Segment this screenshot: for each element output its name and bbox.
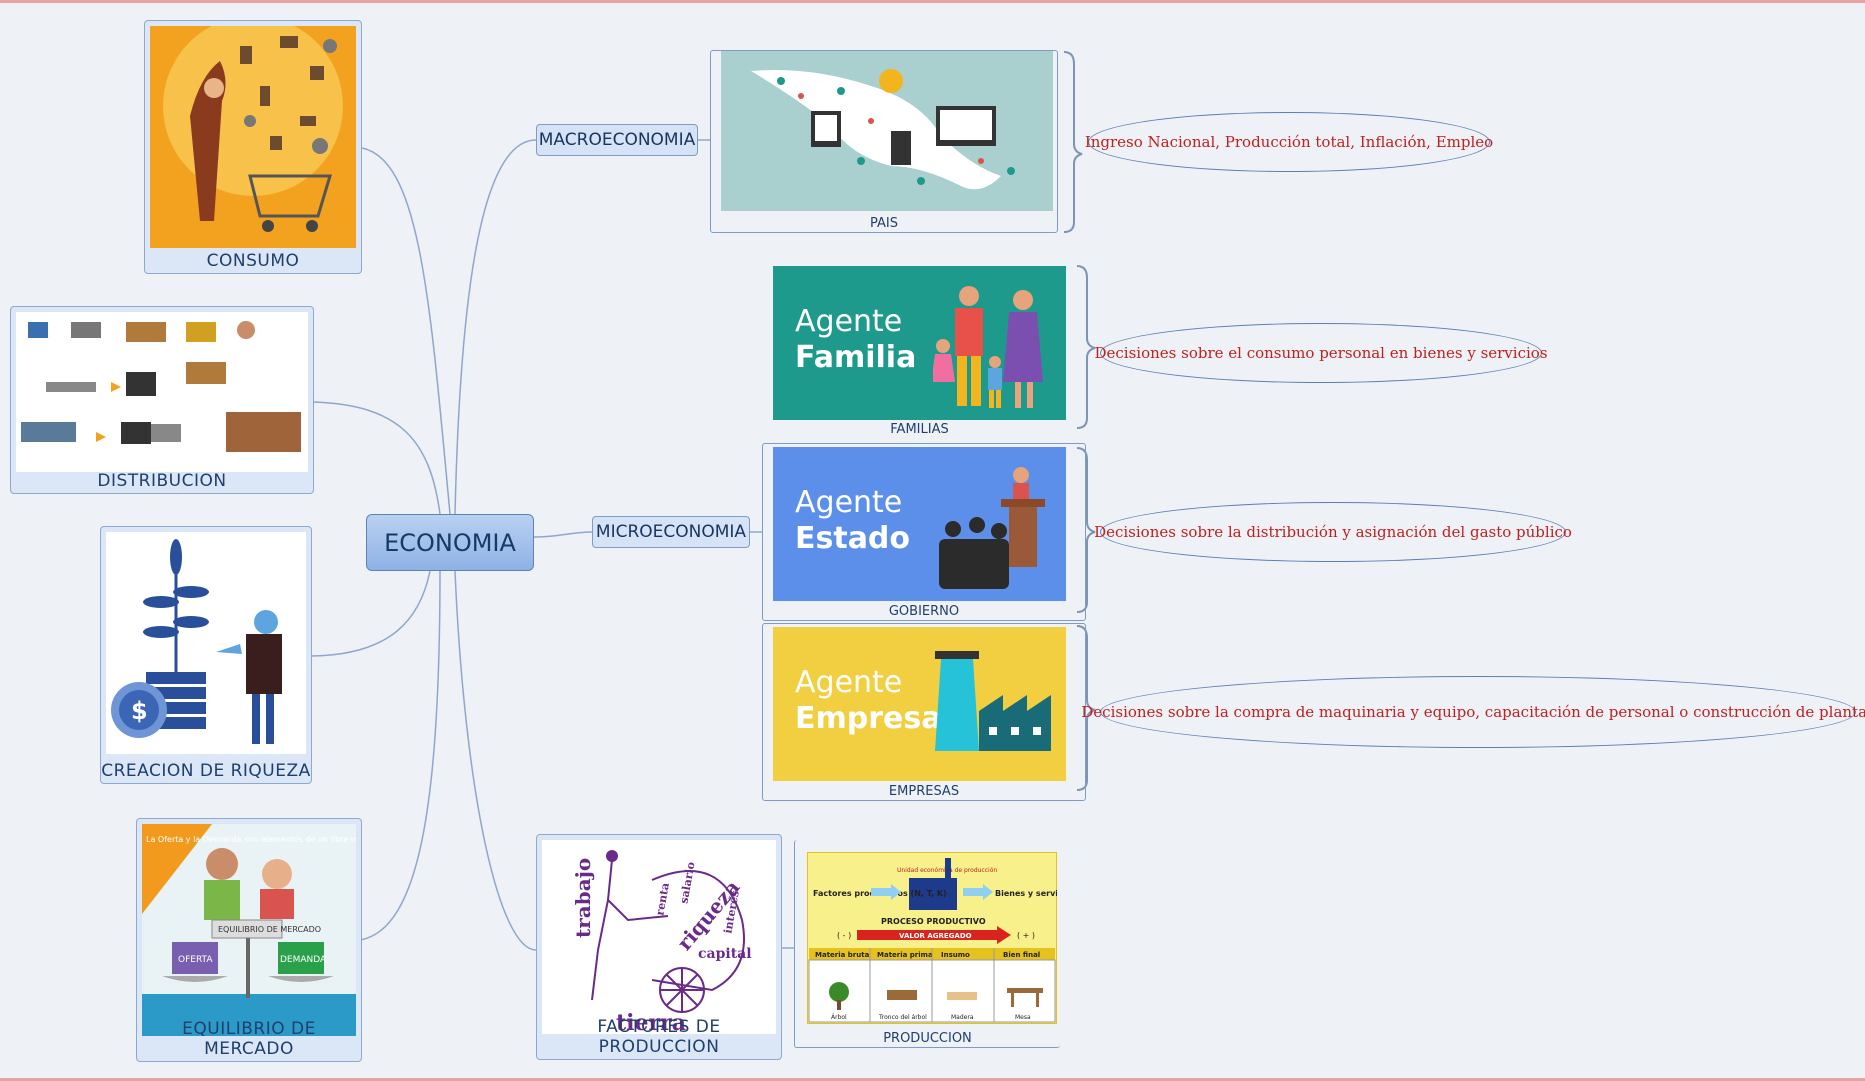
- market-equilibrio-label: EQUILIBRIO DE MERCADO: [218, 925, 321, 934]
- topic-microeconomia[interactable]: MICROECONOMIA: [592, 516, 750, 548]
- produccion-minus: ( - ): [837, 931, 851, 940]
- produccion-header-3: Bien final: [1003, 951, 1040, 959]
- panel-caption: PAIS: [870, 216, 898, 231]
- card-factores-de-produccion[interactable]: trabajo renta salario riqueza interés ca…: [536, 834, 782, 1060]
- card-caption: FACTORES DE PRODUCCION: [597, 1017, 721, 1057]
- agent-word2: Empresa: [795, 701, 942, 736]
- card-caption: EQUILIBRIO DE MERCADO: [182, 1019, 316, 1059]
- agent-caption-familias: FAMILIAS: [890, 422, 949, 437]
- produccion-item-2: Madera: [951, 1014, 974, 1021]
- produccion-item-0: Árbol: [831, 1014, 847, 1021]
- agent-empresa-image: Agente Empresa: [773, 627, 1066, 781]
- panel-produccion[interactable]: Unidad económica de producción Factores …: [794, 840, 1060, 1048]
- factores-illustration: trabajo renta salario riqueza interés ca…: [542, 840, 776, 1034]
- panel-gobierno[interactable]: Agente Estado GOBIERNO: [762, 443, 1086, 621]
- produccion-diagram: Unidad económica de producción Factores …: [807, 852, 1057, 1024]
- factor-renta: renta: [653, 882, 672, 917]
- pais-map-illustration: [721, 51, 1053, 211]
- card-distribucion[interactable]: DISTRIBUCION: [10, 306, 314, 494]
- note-empresas: Decisiones sobre la compra de maquinaria…: [1081, 676, 1865, 748]
- central-topic-economia[interactable]: ECONOMIA: [366, 514, 534, 571]
- produccion-item-1: Tronco del árbol: [878, 1014, 927, 1021]
- panel-empresas[interactable]: Agente Empresa EMPRESAS: [762, 623, 1086, 801]
- factory-icon: [935, 651, 1051, 751]
- note-text: Decisiones sobre el consumo personal en …: [1094, 344, 1548, 362]
- svg-text:$: $: [131, 697, 148, 725]
- agent-word1: Agente: [795, 665, 903, 700]
- note-text: Ingreso Nacional, Producción total, Infl…: [1084, 133, 1494, 151]
- card-caption: CONSUMO: [206, 251, 300, 271]
- panel-caption: PRODUCCION: [883, 1031, 972, 1046]
- consumo-illustration: [150, 26, 356, 248]
- produccion-proceso: PROCESO PRODUCTIVO: [881, 917, 986, 926]
- bottom-border: [0, 1078, 1865, 1081]
- note-text: Decisiones sobre la compra de maquinaria…: [1081, 703, 1865, 721]
- market-oferta-label: OFERTA: [178, 955, 213, 965]
- agent-word2: Estado: [795, 521, 911, 556]
- top-border: [0, 0, 1865, 3]
- produccion-header-0: Materia bruta: [815, 951, 870, 959]
- agent-familia-image[interactable]: Agente Familia: [773, 266, 1066, 420]
- produccion-item-3: Mesa: [1015, 1014, 1031, 1021]
- family-figures-icon: [933, 286, 1043, 408]
- factor-tierra: tierra: [616, 1010, 686, 1034]
- market-banner: La Oferta y la Demanda son elementos de …: [146, 835, 356, 844]
- note-familias: Decisiones sobre el consumo personal en …: [1095, 323, 1548, 383]
- card-caption: DISTRIBUCION: [97, 471, 227, 491]
- factor-capital: capital: [698, 946, 752, 962]
- panel-caption: EMPRESAS: [888, 784, 960, 799]
- note-text: Decisiones sobre la distribución y asign…: [1094, 523, 1572, 541]
- agent-word1: Agente: [795, 485, 903, 520]
- riqueza-illustration: $: [106, 532, 306, 754]
- card-creacion-de-riqueza[interactable]: $ CREACION DE RIQUEZA: [100, 526, 312, 784]
- note-macroeconomia: Ingreso Nacional, Producción total, Infl…: [1084, 112, 1494, 172]
- agent-word1: Agente: [795, 304, 903, 339]
- agent-word2: Familia: [795, 340, 917, 375]
- produccion-plus: ( + ): [1017, 931, 1035, 940]
- agent-estado-image: Agente Estado: [773, 447, 1066, 601]
- card-consumo[interactable]: CONSUMO: [144, 20, 362, 274]
- market-demanda-label: DEMANDA: [280, 955, 327, 965]
- panel-caption: GOBIERNO: [888, 604, 960, 619]
- note-gobierno: Decisiones sobre la distribución y asign…: [1094, 502, 1572, 562]
- factor-trabajo: trabajo: [571, 858, 595, 938]
- card-caption: CREACION DE RIQUEZA: [101, 761, 311, 781]
- produccion-valor: VALOR AGREGADO: [899, 932, 972, 940]
- produccion-bienes: Bienes y servicios: [995, 889, 1057, 898]
- produccion-header-2: Insumo: [941, 951, 970, 959]
- card-equilibrio-de-mercado[interactable]: La Oferta y la Demanda son elementos de …: [136, 818, 362, 1062]
- equilibrio-illustration: La Oferta y la Demanda son elementos de …: [142, 824, 356, 1036]
- distribucion-illustration: [16, 312, 308, 472]
- panel-pais[interactable]: PAIS: [710, 50, 1058, 233]
- produccion-header-1: Materia prima: [877, 951, 933, 959]
- government-podium-icon: [939, 467, 1045, 589]
- topic-macroeconomia[interactable]: MACROECONOMIA: [536, 124, 698, 156]
